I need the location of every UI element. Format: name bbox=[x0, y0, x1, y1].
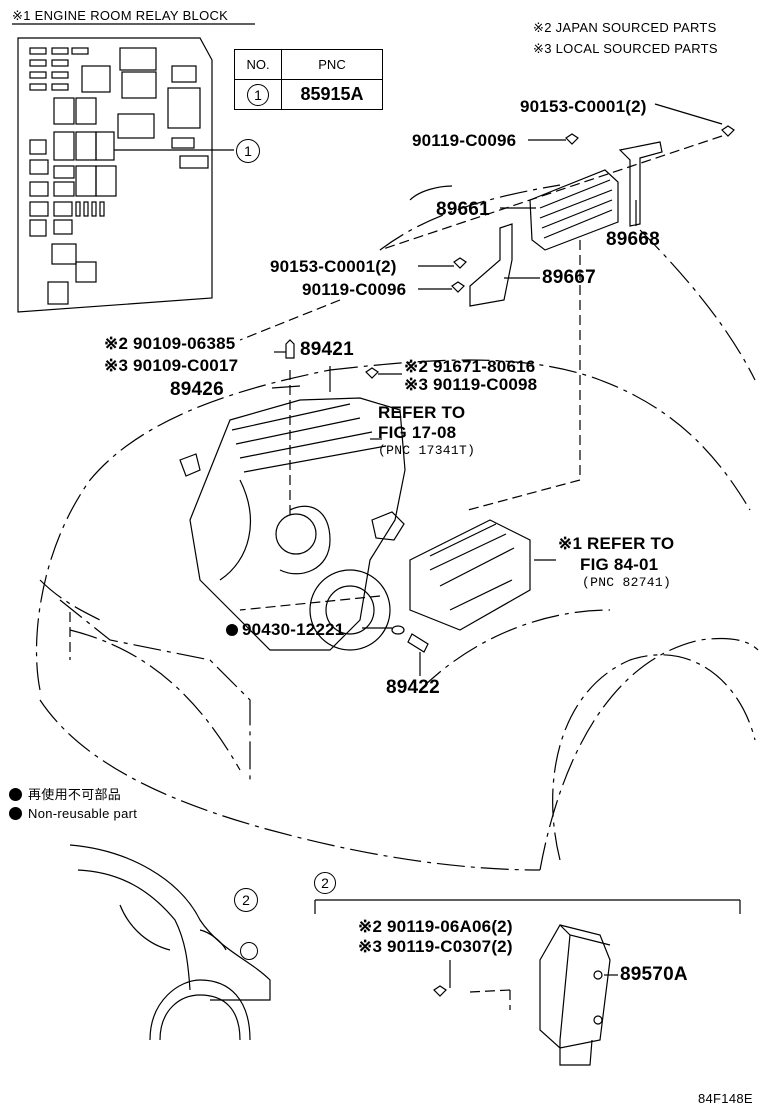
nonreusable-dot-icon bbox=[9, 807, 22, 820]
sensor-89422 bbox=[391, 625, 429, 653]
location-marker bbox=[240, 942, 258, 960]
ref-fig84-line2: FIG 84-01 bbox=[580, 555, 659, 574]
ecu-assembly bbox=[409, 141, 663, 307]
note-japan-sourced: ※2 JAPAN SOURCED PARTS bbox=[533, 20, 717, 35]
pnc-header-pnc: PNC bbox=[281, 49, 383, 80]
part-89570a: 89570A bbox=[620, 964, 688, 985]
part-90119-06a06: ※2 90119-06A06(2) bbox=[358, 917, 513, 936]
nonreusable-dot-icon bbox=[9, 788, 22, 801]
callout-2-section: 2 bbox=[314, 872, 336, 894]
part-89667: 89667 bbox=[542, 267, 596, 288]
part-90119-c0307: ※3 90119-C0307(2) bbox=[358, 937, 513, 956]
car-body bbox=[35, 184, 759, 871]
part-90153-mid: 90153-C0001(2) bbox=[270, 257, 397, 276]
alignment-lines bbox=[69, 135, 723, 1010]
callout-2-car: 2 bbox=[234, 888, 258, 912]
part-90430-12221: 90430-12221 bbox=[242, 620, 345, 639]
rear-car bbox=[69, 844, 271, 1041]
ref-fig84-line3: (PNC 82741) bbox=[582, 575, 672, 590]
leader-lines bbox=[271, 103, 741, 988]
part-89661: 89661 bbox=[436, 199, 490, 220]
nonreusable-marker bbox=[226, 624, 238, 636]
nonreusable-en: Non-reusable part bbox=[9, 807, 137, 820]
part-91671-80616: ※2 91671-80616 bbox=[404, 357, 536, 376]
footer-code: 84F148E bbox=[698, 1091, 753, 1106]
ref-fig17-line3: (PNC 17341T) bbox=[378, 443, 476, 458]
pnc-row-value: 85915A bbox=[281, 79, 383, 110]
part-90119-top: 90119-C0096 bbox=[412, 131, 517, 150]
pnc-table: NO. PNC 1 85915A bbox=[234, 49, 383, 110]
relay-block-title: ※1 ENGINE ROOM RELAY BLOCK bbox=[12, 8, 229, 23]
relay-block-panel bbox=[12, 23, 255, 313]
part-90119-c0098: ※3 90119-C0098 bbox=[404, 375, 538, 394]
note-local-sourced: ※3 LOCAL SOURCED PARTS bbox=[533, 41, 718, 56]
engine-relay-block bbox=[409, 519, 531, 631]
part-89426: 89426 bbox=[170, 379, 224, 400]
part-89668: 89668 bbox=[606, 229, 660, 250]
part-90109-06385: ※2 90109-06385 bbox=[104, 334, 236, 353]
part-90153-top: 90153-C0001(2) bbox=[520, 97, 647, 116]
part-89421: 89421 bbox=[300, 339, 354, 360]
callout-1: 1 bbox=[236, 139, 260, 163]
ref-fig84-line1: ※1 REFER TO bbox=[558, 534, 675, 553]
pnc-header-no: NO. bbox=[234, 49, 282, 80]
part-89422: 89422 bbox=[386, 677, 440, 698]
ref-fig17-line2: FIG 17-08 bbox=[378, 423, 457, 442]
module-89570a bbox=[539, 924, 611, 1066]
part-90109-c0017: ※3 90109-C0017 bbox=[104, 356, 239, 375]
part-90119-mid: 90119-C0096 bbox=[302, 280, 407, 299]
engine bbox=[179, 397, 406, 651]
pnc-row-no: 1 bbox=[234, 79, 282, 110]
ref-fig17-line1: REFER TO bbox=[378, 403, 466, 422]
bolts bbox=[285, 125, 735, 997]
nonreusable-jp: 再使用不可部品 bbox=[9, 788, 121, 801]
